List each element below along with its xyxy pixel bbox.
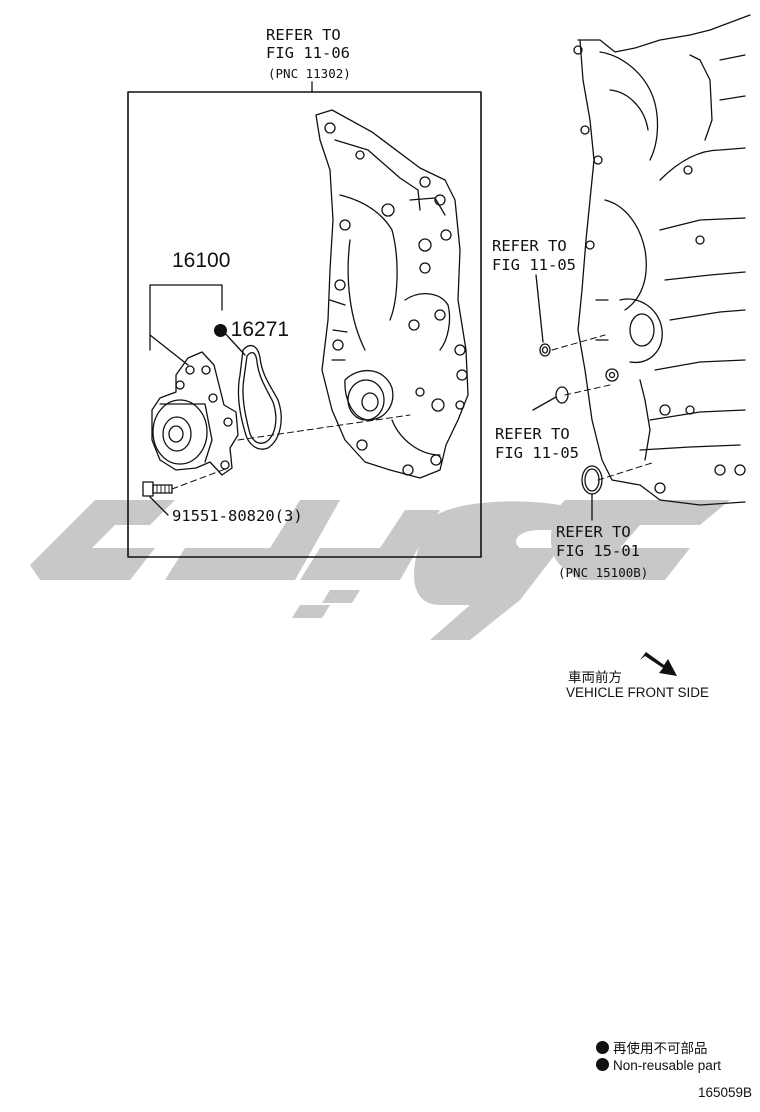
o-ring-b — [555, 386, 569, 404]
direction-en: VEHICLE FRONT SIDE — [566, 685, 710, 700]
callout-b-line1: REFER TO — [495, 425, 570, 443]
legend-en: Non-reusable part — [596, 1058, 721, 1073]
gasket-label: 16271 — [230, 318, 290, 341]
figure-id: 165059B — [698, 1085, 753, 1100]
callout-top-line3: (PNC 11302) — [268, 66, 351, 81]
direction-jp: 車両前方 — [568, 670, 622, 685]
bolt — [142, 481, 173, 497]
callout-c-line1: REFER TO — [556, 523, 631, 541]
callout-a-line2: FIG 11-05 — [492, 256, 576, 274]
callout-top-line2: FIG 11-06 — [266, 44, 350, 62]
part-number-16271: 16271 — [202, 304, 290, 341]
assembly-frame — [127, 91, 482, 558]
non-reusable-dot-icon — [596, 1058, 609, 1071]
callout-c-line3: (PNC 15100B) — [558, 565, 649, 580]
seal-a — [539, 343, 551, 357]
non-reusable-dot-icon — [596, 1041, 609, 1054]
part-number-16100: 16100 — [172, 249, 231, 272]
legend-jp: 再使用不可部品 — [596, 1037, 708, 1057]
callout-c-line2: FIG 15-01 — [556, 542, 640, 560]
callout-top-line1: REFER TO — [266, 26, 341, 44]
engine-block — [573, 14, 751, 506]
part-number-bolt: 91551-80820(3) — [172, 507, 303, 525]
gasket — [237, 344, 282, 450]
callout-a-line1: REFER TO — [492, 237, 567, 255]
water-pump — [151, 351, 239, 476]
non-reusable-dot-icon — [213, 324, 227, 337]
callout-b-line2: FIG 11-05 — [495, 444, 579, 462]
front-arrow-icon — [640, 652, 677, 676]
legend-jp-text: 再使用不可部品 — [613, 1041, 708, 1056]
timing-cover — [315, 109, 469, 479]
legend-en-text: Non-reusable part — [613, 1058, 722, 1073]
